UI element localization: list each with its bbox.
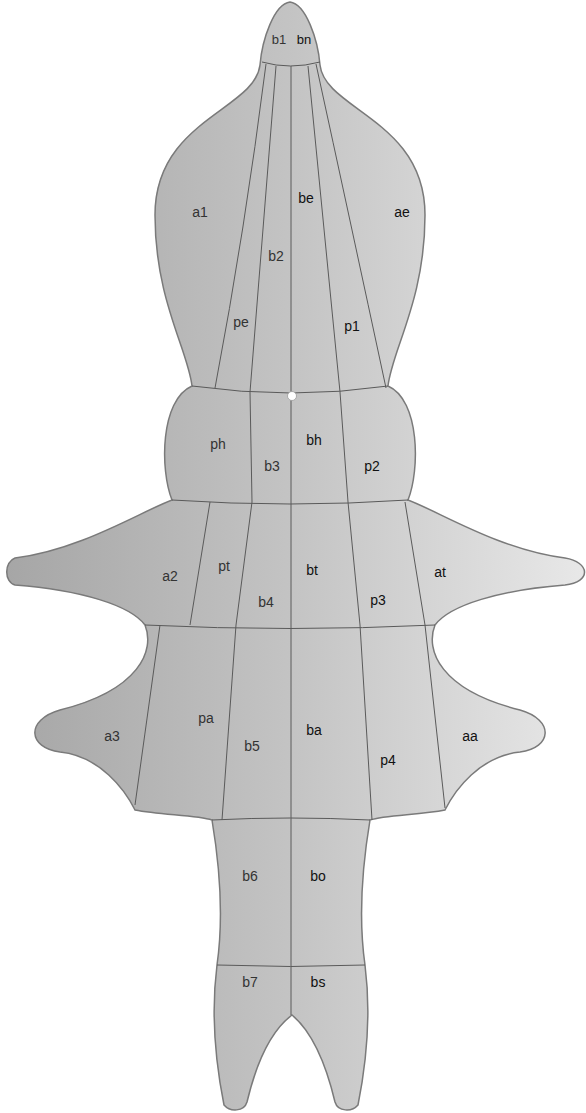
region-label: pa: [198, 710, 214, 726]
region-label: p1: [344, 318, 360, 334]
region-label: b5: [244, 738, 260, 754]
boundary-line: [250, 392, 252, 502]
region-label: b4: [258, 594, 274, 610]
region-label: pe: [233, 314, 249, 330]
region-label: bs: [311, 974, 326, 990]
region-label: b7: [242, 974, 258, 990]
boundary-line: [172, 500, 408, 504]
boundary-line: [236, 502, 252, 625]
region-label: ph: [210, 436, 226, 452]
region-label: bo: [310, 868, 326, 884]
midline: [291, 66, 292, 1015]
region-label: aa: [462, 728, 478, 744]
region-label: bn: [297, 32, 311, 48]
region-label: p4: [380, 752, 396, 768]
region-label: p2: [364, 458, 380, 474]
boundary-line: [348, 502, 360, 625]
region-label: b2: [268, 248, 284, 264]
boundary-line: [135, 625, 160, 805]
region-label: be: [298, 190, 314, 206]
boundary-line: [222, 625, 236, 820]
marker-dot: [288, 392, 297, 401]
boundary-line: [340, 392, 348, 502]
region-label: a1: [192, 204, 208, 220]
region-label: bh: [306, 432, 322, 448]
boundary-line: [316, 64, 386, 388]
boundary-line: [405, 502, 425, 625]
body-outline: [7, 2, 585, 1110]
region-label: a2: [162, 568, 178, 584]
boundary-line: [425, 625, 445, 808]
region-label: ba: [306, 722, 322, 738]
boundary-line: [215, 64, 266, 388]
boundary-line: [190, 502, 210, 625]
boundary-line: [145, 625, 435, 629]
boundary-line: [250, 66, 276, 392]
region-label: pt: [218, 558, 230, 574]
region-label: b1: [272, 32, 286, 48]
boundary-line: [308, 66, 340, 392]
region-label: b6: [242, 868, 258, 884]
region-label: ae: [394, 204, 410, 220]
region-label: p3: [370, 592, 386, 608]
boundary-line: [262, 62, 320, 66]
region-boundaries: [135, 62, 445, 1015]
region-label: bt: [306, 562, 318, 578]
boundary-line: [360, 625, 372, 820]
region-label: at: [434, 564, 446, 580]
region-label: a3: [104, 728, 120, 744]
region-label: b3: [264, 458, 280, 474]
